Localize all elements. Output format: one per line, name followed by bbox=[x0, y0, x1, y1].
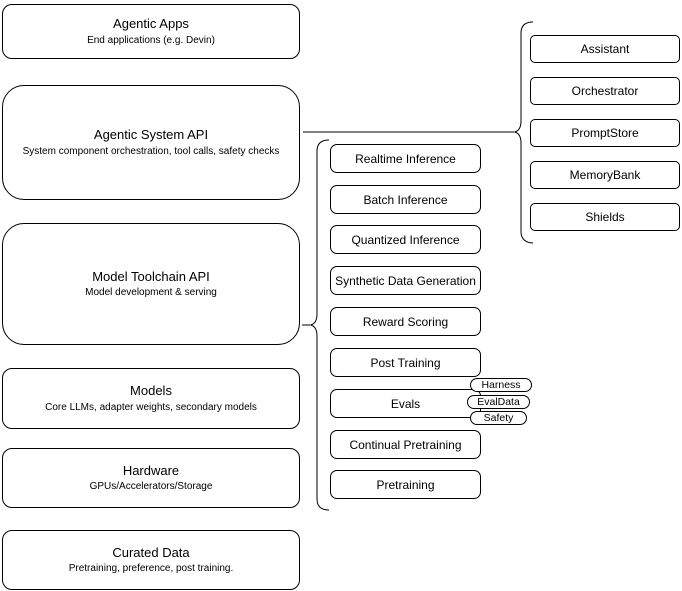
node-label: Continual Pretraining bbox=[349, 437, 462, 452]
node-label: Quantized Inference bbox=[351, 232, 460, 247]
tag-label: Safety bbox=[483, 411, 514, 424]
node-subtitle: System component orchestration, tool cal… bbox=[22, 145, 280, 157]
node-assistant: Assistant bbox=[530, 35, 680, 63]
node-agentic-system-api: Agentic System API System component orch… bbox=[2, 85, 300, 200]
node-hardware: Hardware GPUs/Accelerators/Storage bbox=[2, 448, 300, 508]
node-reward-scoring: Reward Scoring bbox=[330, 307, 481, 336]
node-curated-data: Curated Data Pretraining, preference, po… bbox=[2, 530, 300, 590]
node-pretraining: Pretraining bbox=[330, 470, 481, 499]
node-batch-inference: Batch Inference bbox=[330, 185, 481, 214]
node-evals: Evals bbox=[330, 389, 481, 418]
tag-label: Harness bbox=[481, 378, 521, 391]
node-label: Shields bbox=[585, 210, 625, 224]
node-label: Reward Scoring bbox=[362, 314, 449, 329]
tag-safety: Safety bbox=[470, 411, 527, 425]
node-label: PromptStore bbox=[571, 126, 639, 140]
node-promptstore: PromptStore bbox=[530, 119, 680, 147]
node-label: MemoryBank bbox=[569, 168, 641, 182]
node-label: Pretraining bbox=[376, 477, 435, 492]
node-title: Model Toolchain API bbox=[92, 268, 210, 284]
brace-toolchain bbox=[310, 139, 330, 511]
node-post-training: Post Training bbox=[330, 348, 481, 377]
node-subtitle: GPUs/Accelerators/Storage bbox=[89, 481, 213, 493]
node-title: Models bbox=[130, 383, 172, 399]
node-memorybank: MemoryBank bbox=[530, 161, 680, 189]
node-title: Hardware bbox=[122, 462, 180, 478]
node-label: Post Training bbox=[370, 355, 441, 370]
node-label: Batch Inference bbox=[363, 192, 448, 207]
node-synthetic-data-generation: Synthetic Data Generation bbox=[330, 266, 481, 295]
node-realtime-inference: Realtime Inference bbox=[330, 144, 481, 173]
node-label: Evals bbox=[390, 396, 421, 411]
node-orchestrator: Orchestrator bbox=[530, 77, 680, 105]
tag-evaldata: EvalData bbox=[467, 395, 530, 409]
node-label: Assistant bbox=[580, 42, 630, 56]
tag-label: EvalData bbox=[477, 395, 520, 408]
node-label: Orchestrator bbox=[571, 84, 639, 98]
node-models: Models Core LLMs, adapter weights, secon… bbox=[2, 368, 300, 429]
node-label: Synthetic Data Generation bbox=[335, 273, 476, 288]
node-title: Curated Data bbox=[112, 544, 190, 560]
node-continual-pretraining: Continual Pretraining bbox=[330, 430, 481, 459]
node-label: Realtime Inference bbox=[355, 151, 456, 166]
node-title: Agentic Apps bbox=[113, 16, 189, 32]
node-quantized-inference: Quantized Inference bbox=[330, 225, 481, 254]
node-agentic-apps: Agentic Apps End applications (e.g. Devi… bbox=[2, 4, 300, 59]
node-subtitle: Model development & serving bbox=[85, 287, 217, 299]
node-title: Agentic System API bbox=[93, 127, 209, 143]
node-subtitle: End applications (e.g. Devin) bbox=[87, 34, 215, 46]
node-shields: Shields bbox=[530, 203, 680, 231]
tag-harness: Harness bbox=[470, 378, 532, 392]
node-subtitle: Pretraining, preference, post training. bbox=[68, 563, 234, 575]
node-subtitle: Core LLMs, adapter weights, secondary mo… bbox=[45, 401, 257, 413]
node-model-toolchain-api: Model Toolchain API Model development & … bbox=[2, 223, 300, 345]
